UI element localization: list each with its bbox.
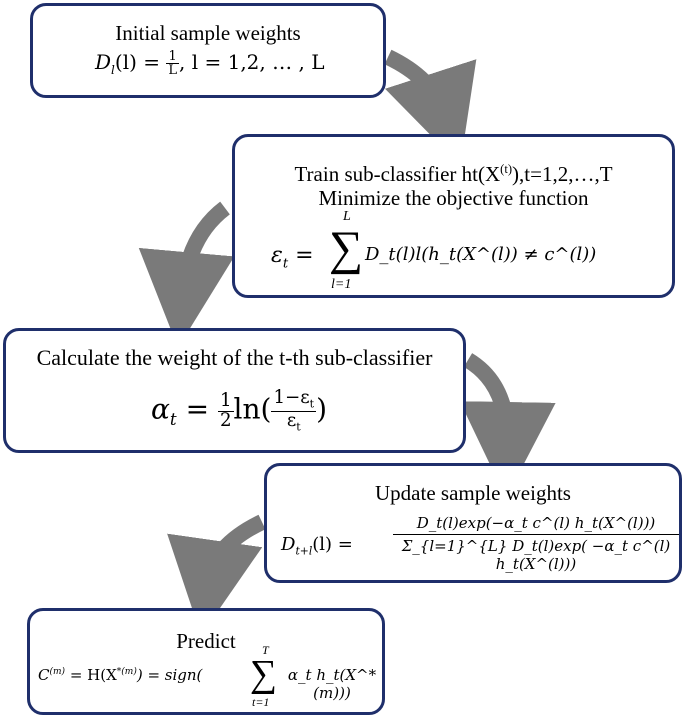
box5-sum-sigma: ∑	[250, 653, 278, 695]
box5-equation-body: α_t h_t(X^*(m)))	[287, 666, 377, 702]
arrow-box3-to-box4	[459, 353, 556, 498]
predict-box: Predict C(m) = H(X*(m)) = sign( T ∑ t=1 …	[27, 608, 385, 715]
box5-sum-upper: T	[262, 643, 269, 657]
box4-fraction-bar	[393, 534, 679, 535]
update-weights-box: Update sample weights Dt+l(l) = D_t(l)ex…	[264, 463, 682, 583]
arrow-box4-to-box5	[167, 514, 266, 636]
box4-title: Update sample weights	[375, 481, 571, 505]
arrow-box2-to-box3	[138, 201, 235, 348]
box2-sum-upper: L	[343, 209, 351, 224]
box2-sum-lower: l=1	[331, 277, 352, 292]
box2-lhs: εt =	[271, 243, 314, 272]
box4-lhs: Dt+l(l) =	[281, 534, 353, 558]
box2-equation-body: D_t(l)l(h_t(X^(l)) ≠ c^(l))	[365, 244, 597, 265]
box2-title: Train sub-classifier ht(X(t)),t=1,2,…,T	[294, 162, 613, 186]
box4-fraction: D_t(l)exp(−α_t c^(l) h_t(X^(l))) Σ_{l=1}…	[393, 514, 679, 573]
box2-sum-sigma: ∑	[329, 222, 364, 275]
box4-denominator: Σ_{l=1}^{L} D_t(l)exp( −α_t c^(l) h_t(X^…	[401, 537, 671, 573]
box5-title: Predict	[176, 629, 236, 653]
box5-sum-lower: t=1	[252, 695, 270, 709]
arrow-box1-to-box2	[384, 49, 477, 166]
subclassifier-weight-box: Calculate the weight of the t-th sub-cla…	[3, 328, 466, 453]
box1-title: Initial sample weights	[115, 21, 301, 45]
box2-subtitle: Minimize the objective function	[318, 186, 589, 210]
box3-title: Calculate the weight of the t-th sub-cla…	[36, 345, 433, 370]
train-subclassifier-box: Train sub-classifier ht(X(t)),t=1,2,…,T …	[232, 134, 675, 298]
box5-equation-lhs: C(m) = H(X*(m)) = sign(	[38, 666, 203, 684]
box4-numerator: D_t(l)exp(−α_t c^(l) h_t(X^(l)))	[416, 514, 656, 532]
